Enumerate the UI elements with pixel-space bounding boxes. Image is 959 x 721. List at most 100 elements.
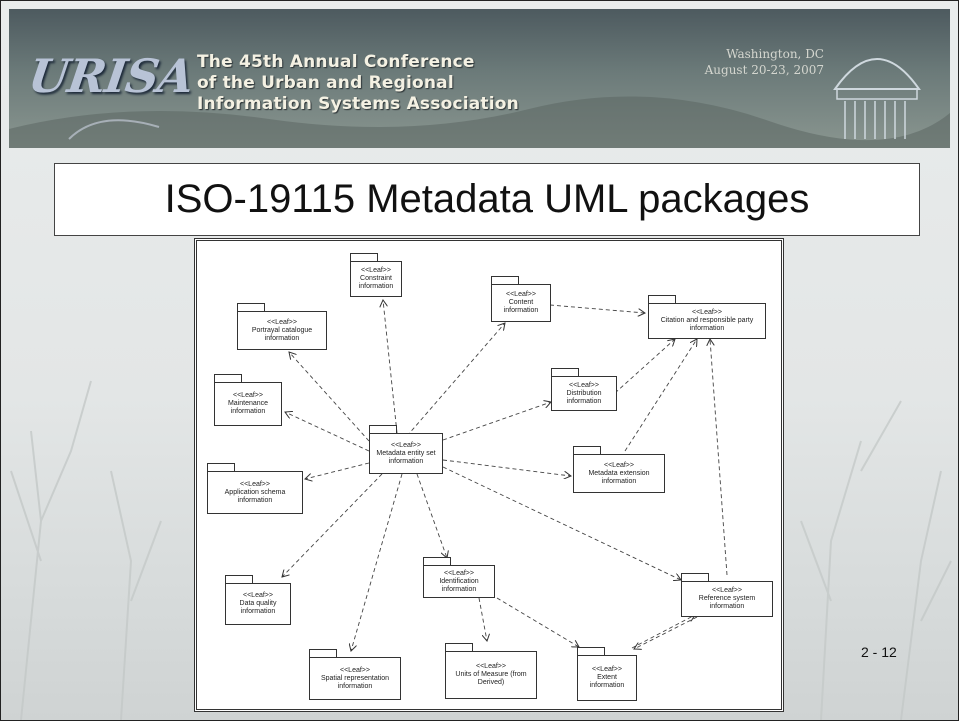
package-name: Data quality information	[239, 600, 277, 615]
package-body: <<Leaf>> Units of Measure (from Derived)	[445, 651, 537, 699]
package-metadata-entity: <<Leaf>> Metadata entity set information	[369, 425, 443, 474]
package-name: Maintenance information	[227, 400, 269, 415]
package-tab	[423, 557, 451, 566]
dep-metadata-to-identification	[416, 473, 447, 558]
package-body: <<Leaf>> Reference system information	[681, 581, 773, 617]
package-body: <<Leaf>> Spatial representation informat…	[309, 657, 401, 700]
dep-metadata-to-application-schema	[305, 462, 370, 479]
package-body: <<Leaf>> Metadata entity set information	[369, 433, 443, 474]
package-identification: <<Leaf>> Identification information	[423, 557, 495, 598]
dep-metadata-to-data-quality	[282, 473, 383, 577]
package-tab	[350, 253, 378, 262]
package-stereotype: <<Leaf>>	[267, 318, 297, 326]
package-body: <<Leaf>> Citation and responsible party …	[648, 303, 766, 339]
package-data-quality: <<Leaf>> Data quality information	[225, 575, 291, 625]
package-name: Distribution information	[566, 389, 602, 405]
package-portrayal: <<Leaf>> Portrayal catalogue information	[237, 303, 327, 350]
package-stereotype: <<Leaf>>	[712, 587, 742, 594]
dep-identification-to-units	[478, 597, 487, 641]
conference-banner: URISA The 45th Annual Conference of the …	[9, 9, 950, 148]
package-reference-system: <<Leaf>> Reference system information	[681, 573, 773, 617]
package-name: Application schema information	[224, 488, 286, 504]
package-tab	[491, 276, 519, 285]
package-stereotype: <<Leaf>>	[340, 666, 370, 674]
package-body: <<Leaf>> Data quality information	[225, 583, 291, 625]
package-name: Citation and responsible party informati…	[660, 317, 754, 332]
package-name: Spatial representation information	[320, 674, 390, 690]
package-body: <<Leaf>> Extent information	[577, 655, 637, 701]
dep-metadata-to-portrayal	[289, 352, 370, 442]
conference-title-line-1: The 45th Annual Conference	[197, 52, 475, 72]
package-body: <<Leaf>> Portrayal catalogue information	[237, 311, 327, 350]
dep-metadata-to-maintenance	[285, 412, 370, 452]
dep-content-to-citation	[549, 304, 645, 313]
package-tab	[225, 575, 253, 584]
package-stereotype: <<Leaf>>	[243, 592, 273, 599]
dep-metadata-to-constraint	[383, 300, 398, 434]
dep-reference-system-to-citation	[710, 339, 728, 576]
dep-extension-to-citation	[624, 339, 697, 452]
package-maintenance: <<Leaf>> Maintenance information	[214, 374, 282, 426]
dep-metadata-to-reference-system	[442, 466, 681, 580]
dep-metadata-to-distribution	[442, 402, 551, 441]
uml-package-connectors	[197, 241, 728, 709]
slide-title-box: ISO-19115 Metadata UML packages	[54, 163, 920, 236]
package-tab	[207, 463, 235, 472]
package-stereotype: <<Leaf>>	[361, 267, 391, 274]
package-name: Metadata entity set information	[376, 449, 436, 465]
package-tab	[573, 446, 601, 455]
dep-distribution-to-citation	[614, 339, 675, 394]
slide-title: ISO-19115 Metadata UML packages	[164, 177, 810, 221]
package-name: Portrayal catalogue information	[251, 326, 313, 342]
dep-metadata-to-content	[406, 323, 505, 437]
dep-extent-to-reference-system	[631, 615, 695, 649]
package-stereotype: <<Leaf>>	[476, 663, 506, 670]
urisa-logo: URISA	[25, 49, 197, 103]
package-spatial-representation: <<Leaf>> Spatial representation informat…	[309, 649, 401, 700]
conference-title-line-2: of the Urban and Regional	[197, 73, 454, 93]
package-citation: <<Leaf>> Citation and responsible party …	[648, 295, 766, 339]
uml-diagram-frame: <<Leaf>> Metadata entity set information…	[194, 238, 784, 712]
package-name: Extent information	[589, 674, 625, 689]
package-body: <<Leaf>> Constraint information	[350, 261, 402, 297]
package-body: <<Leaf>> Metadata extension information	[573, 454, 665, 493]
package-name: Units of Measure (from Derived)	[455, 671, 527, 686]
package-metadata-extension: <<Leaf>> Metadata extension information	[573, 446, 665, 493]
package-body: <<Leaf>> Content information	[491, 284, 551, 322]
dep-metadata-to-extension	[442, 459, 571, 476]
package-name: Identification information	[439, 577, 479, 593]
package-constraint: <<Leaf>> Constraint information	[350, 253, 402, 297]
package-tab	[577, 647, 605, 656]
package-body: <<Leaf>> Identification information	[423, 565, 495, 598]
package-stereotype: <<Leaf>>	[569, 381, 599, 389]
package-content: <<Leaf>> Content information	[491, 276, 551, 322]
package-stereotype: <<Leaf>>	[604, 461, 634, 469]
package-body: <<Leaf>> Application schema information	[207, 471, 303, 514]
package-name: Constraint information	[358, 275, 394, 290]
package-distribution: <<Leaf>> Distribution information	[551, 368, 617, 411]
package-tab	[681, 573, 709, 582]
package-tab	[237, 303, 265, 312]
package-body: <<Leaf>> Maintenance information	[214, 382, 282, 426]
package-stereotype: <<Leaf>>	[444, 569, 474, 577]
page-number: 2 - 12	[861, 644, 897, 660]
package-stereotype: <<Leaf>>	[233, 392, 263, 399]
dep-metadata-to-spatial-representation	[351, 473, 403, 651]
package-stereotype: <<Leaf>>	[391, 441, 421, 449]
dep-reference-system-to-extent	[634, 616, 698, 649]
package-tab	[551, 368, 579, 377]
package-stereotype: <<Leaf>>	[692, 309, 722, 316]
package-tab	[648, 295, 676, 304]
package-extent: <<Leaf>> Extent information	[577, 647, 637, 701]
package-name: Metadata extension information	[588, 469, 650, 485]
package-stereotype: <<Leaf>>	[506, 291, 536, 298]
package-application-schema: <<Leaf>> Application schema information	[207, 463, 303, 514]
package-stereotype: <<Leaf>>	[240, 480, 270, 488]
package-stereotype: <<Leaf>>	[592, 666, 622, 673]
dep-identification-to-extent	[496, 597, 579, 647]
package-name: Reference system information	[698, 595, 756, 610]
banner-artwork	[9, 58, 950, 148]
package-name: Content information	[503, 299, 539, 314]
event-location: Washington, DC	[726, 47, 824, 61]
